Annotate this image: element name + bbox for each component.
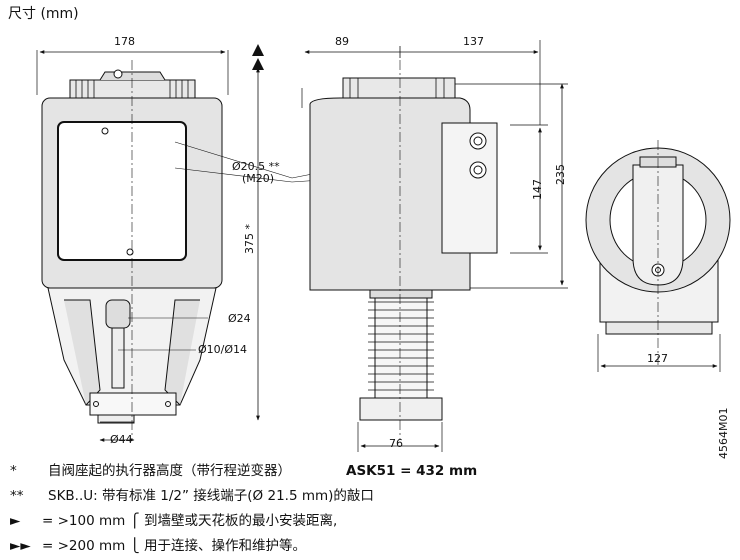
dim-height-235: 235	[554, 164, 567, 185]
note-mark-2: **	[10, 488, 24, 504]
dim-base-44: Ø44	[110, 433, 133, 446]
note-text-1: 自阀座起的执行器高度（带行程逆变器）	[48, 463, 291, 479]
note-mark-3: ►	[10, 513, 21, 529]
front-view	[41, 69, 223, 424]
side-view	[309, 77, 498, 421]
dim-front-width: 178	[114, 35, 135, 48]
dim-bellows-76: 76	[389, 437, 403, 450]
note-mark-1: *	[10, 463, 17, 479]
drawing-code: 4564M01	[717, 407, 730, 459]
dim-height-147: 147	[531, 179, 544, 200]
note-value-1: ASK51 = 432 mm	[346, 463, 478, 479]
note-text-2: SKB..U: 带有标准 1/2” 接线端子(Ø 21.5 mm)的敲口	[48, 488, 374, 504]
dim-cable-gland-metric: (M20)	[242, 172, 275, 185]
note-text-3: = >100 mm ⎧ 到墙壁或天花板的最小安装距离,	[42, 513, 338, 529]
page-title: 尺寸 (mm)	[8, 6, 79, 22]
dim-side-left: 89	[335, 35, 349, 48]
dim-side-right: 137	[463, 35, 484, 48]
dim-height-375: 375 *	[243, 224, 256, 254]
dim-round-127: 127	[647, 352, 668, 365]
dim-stem-24: Ø24	[228, 312, 251, 325]
note-mark-4: ►►	[10, 538, 31, 554]
top-view	[585, 147, 731, 335]
note-text-4: = >200 mm ⎩ 用于连接、操作和维护等。	[42, 538, 306, 554]
dim-stem-10-14: Ø10/Ø14	[198, 343, 248, 356]
dim-cable-gland: Ø20.5 **	[232, 160, 280, 173]
